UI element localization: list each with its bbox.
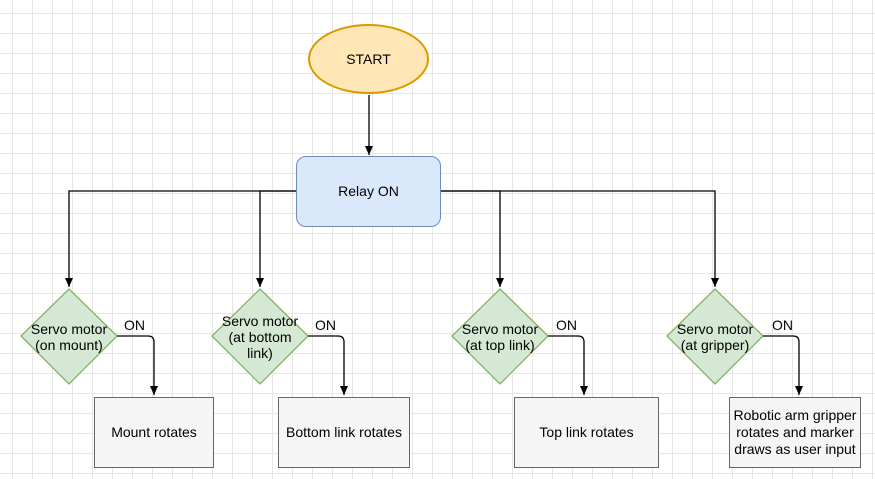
servo-top-link-label: Servo motor (at top link) — [450, 321, 550, 353]
edge-label-on-bottom-link: ON — [315, 317, 336, 333]
decision-servo-top-link — [451, 288, 549, 385]
servo-mount-label-line1: Servo motor — [30, 321, 108, 337]
outcome-gripper-draws: Robotic arm gripper rotates and marker d… — [729, 397, 861, 468]
servo-top-link-label-line2: (at top link) — [465, 337, 535, 353]
servo-bottom-link-label-line3: link) — [247, 345, 273, 361]
servo-mount-label-line2: (on mount) — [35, 337, 103, 353]
outcome-gripper-draws-text: Robotic arm gripper rotates and marker d… — [734, 407, 857, 458]
relay-on-process: Relay ON — [296, 156, 441, 227]
edge-servo-top-link-to-outcome — [548, 335, 588, 395]
outcome-gripper-line2: rotates and marker — [736, 424, 854, 440]
start-terminator: START — [308, 24, 429, 94]
edge-servo-mount-to-outcome — [117, 335, 158, 395]
outcome-mount-rotates-label: Mount rotates — [111, 424, 197, 440]
edge-servo-gripper-to-outcome — [763, 335, 803, 395]
relay-label: Relay ON — [338, 183, 399, 199]
decision-servo-gripper — [666, 288, 764, 385]
outcome-bottom-link-rotates: Bottom link rotates — [278, 397, 410, 468]
outcome-mount-rotates: Mount rotates — [94, 397, 214, 468]
servo-gripper-label-line1: Servo motor — [676, 321, 754, 337]
edge-relay-to-servo-gripper — [441, 190, 719, 287]
edge-servo-bottom-link-to-outcome — [308, 335, 348, 395]
outcome-gripper-line1: Robotic arm gripper — [733, 407, 857, 423]
outcome-top-link-rotates-label: Top link rotates — [539, 424, 634, 440]
edge-label-on-gripper: ON — [772, 317, 793, 333]
servo-bottom-link-label-line1: Servo motor — [221, 313, 299, 329]
outcome-gripper-line3: draws as user input — [734, 441, 856, 457]
servo-gripper-label: Servo motor (at gripper) — [665, 321, 765, 353]
start-label: START — [346, 50, 391, 67]
servo-bottom-link-label: Servo motor (at bottom link) — [210, 313, 310, 361]
decision-servo-mount — [20, 288, 118, 385]
edge-relay-to-servo-bottom-link — [256, 190, 296, 287]
edge-label-on-top-link: ON — [556, 317, 577, 333]
servo-top-link-label-line1: Servo motor — [461, 321, 539, 337]
outcome-bottom-link-rotates-label: Bottom link rotates — [286, 424, 402, 440]
edge-relay-to-servo-top-link — [441, 190, 504, 287]
outcome-top-link-rotates: Top link rotates — [514, 397, 659, 468]
servo-bottom-link-label-line2: (at bottom — [228, 329, 292, 345]
servo-mount-label: Servo motor (on mount) — [19, 321, 119, 353]
decision-servo-bottom-link — [211, 288, 309, 385]
edge-label-on-mount: ON — [124, 317, 145, 333]
edge-relay-to-servo-mount — [65, 190, 296, 287]
servo-gripper-label-line2: (at gripper) — [680, 337, 750, 353]
